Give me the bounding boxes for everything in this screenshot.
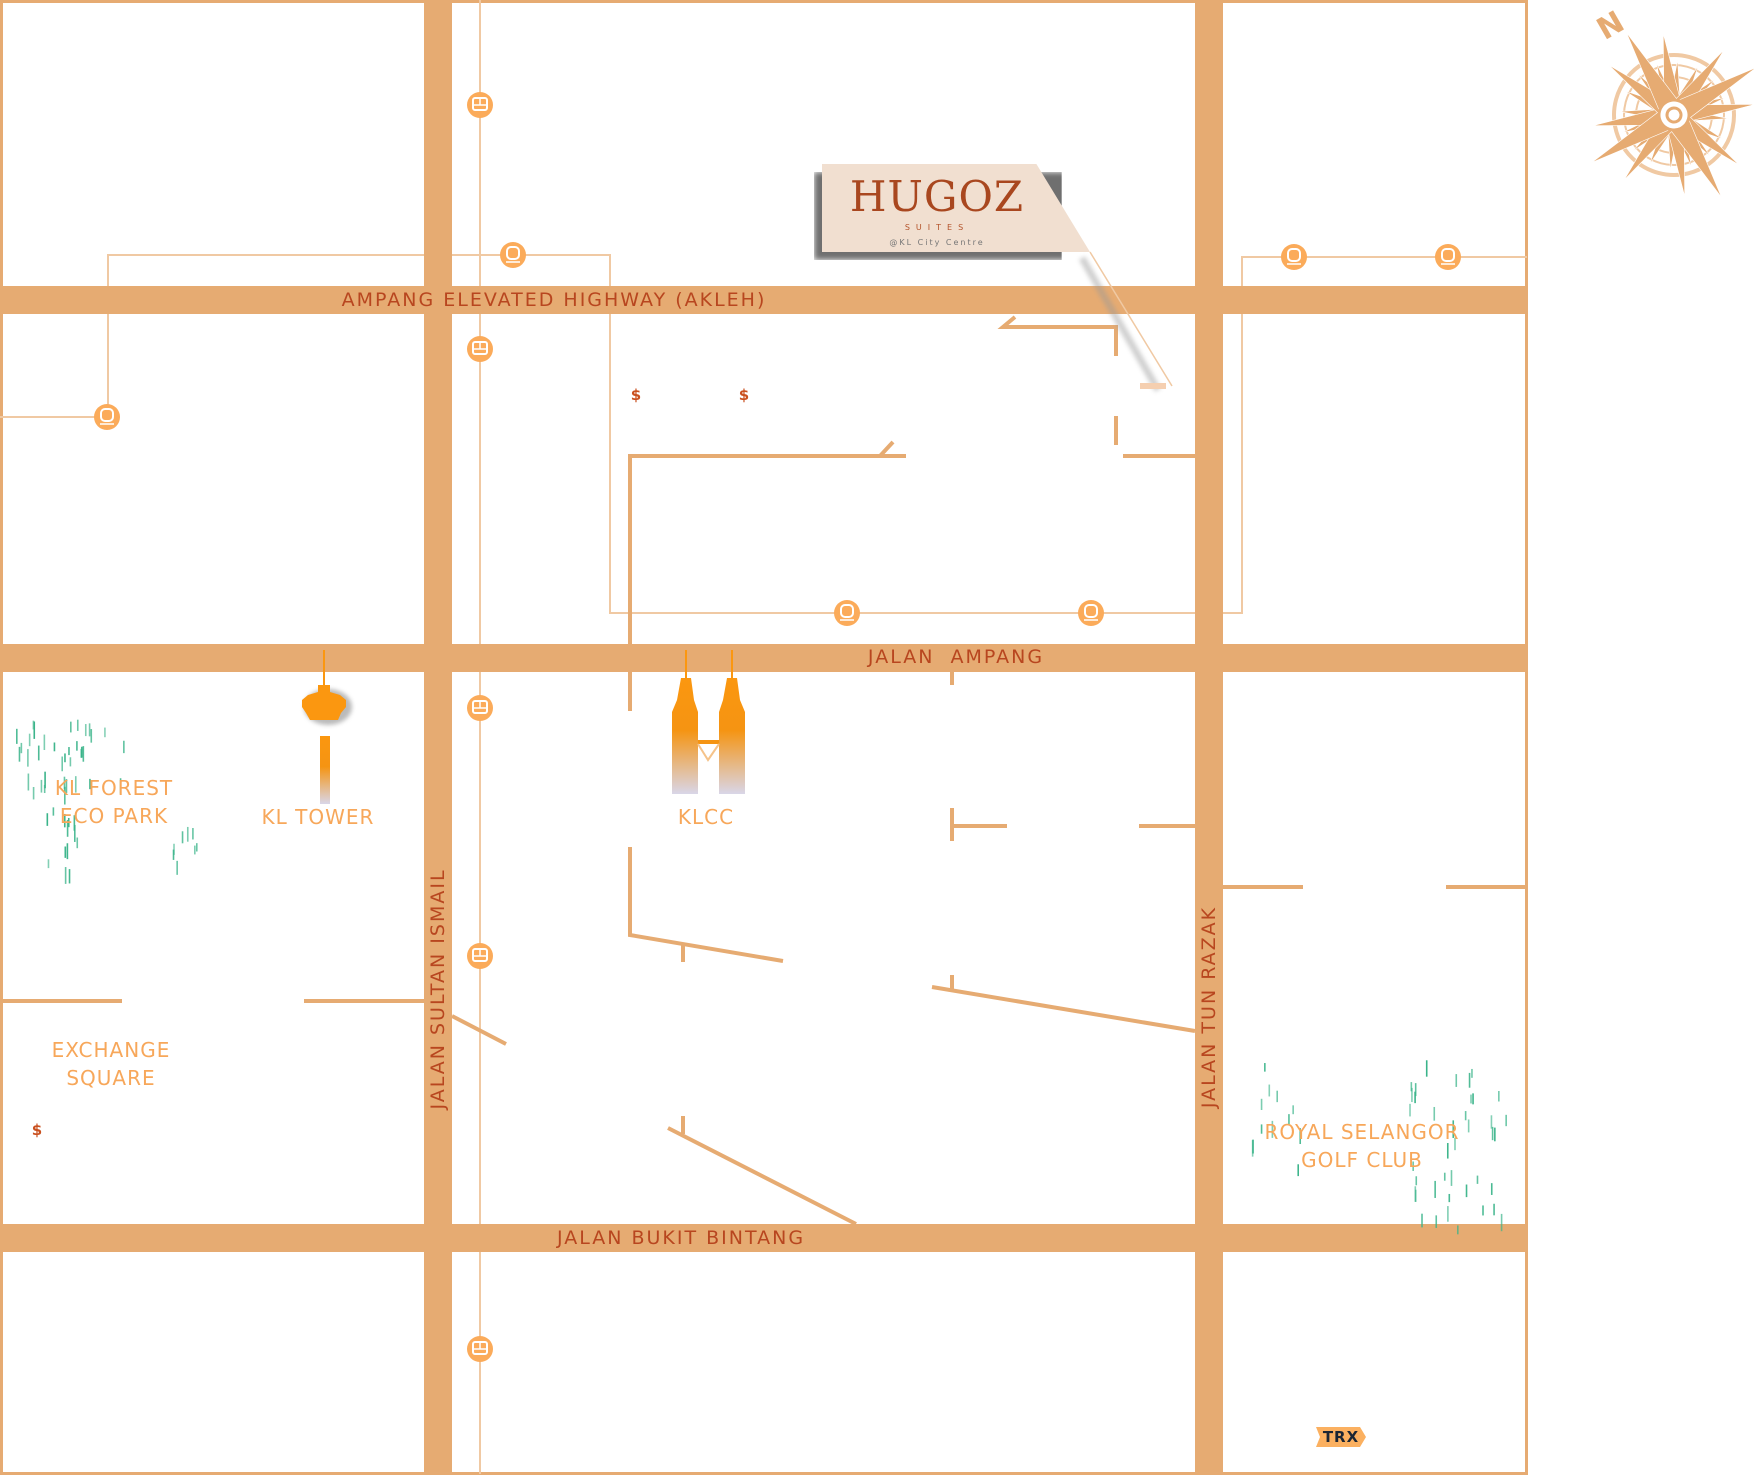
tree-clusters [16,719,1507,1235]
bus-icon[interactable] [467,1336,493,1362]
tree-cluster-icon [46,786,79,884]
stations [94,92,1461,1362]
road-label-sultan-ismail: JALAN SULTAN ISMAIL [427,868,449,1110]
hugoz-callout[interactable]: HUGOZ SUITES @KL City Centre [814,164,1090,260]
hugoz-location: @KL City Centre [889,238,985,247]
hugoz-logo: HUGOZ [849,172,1025,221]
tree-cluster-icon [172,826,198,875]
trx-tag[interactable]: TRX [1316,1427,1366,1447]
map-frame [0,0,1528,1475]
train-icon[interactable] [834,600,860,626]
road-label-jalan-ampang: JALAN AMPANG [867,646,1045,668]
road-label-tun-razak: JALAN TUN RAZAK [1198,905,1220,1109]
place-label-kl-tower[interactable]: KL TOWER [261,805,375,829]
place-label-line: EXCHANGE [51,1038,171,1062]
place-label-kl-forest-eco-park[interactable]: KL FOREST ECO PARK [55,774,173,830]
place-label-line: ECO PARK [59,804,169,828]
tree-cluster-icon [1412,1161,1503,1235]
rail-lines [0,0,1527,1474]
place-label-line: SQUARE [66,1066,156,1090]
train-icon[interactable] [1435,244,1461,270]
road-label-akleh: AMPANG ELEVATED HIGHWAY (AKLEH) [341,289,767,311]
bus-icon[interactable] [467,695,493,721]
train-icon[interactable] [500,242,526,268]
hugoz-suites: SUITES [904,223,970,232]
dollar-marker-icon[interactable]: $ [738,386,750,404]
callout-pointer [1078,251,1173,392]
dollar-marker-icon[interactable]: $ [630,386,642,404]
road-label-bukit-bintang: JALAN BUKIT BINTANG [556,1227,806,1249]
tree-cluster-icon [16,719,125,800]
bus-icon[interactable] [467,943,493,969]
kl-tower-icon [302,650,352,804]
place-label-line: GOLF CLUB [1301,1148,1423,1172]
main-roads [0,0,1527,1474]
place-label-exchange-square[interactable]: EXCHANGE SQUARE [52,1036,171,1092]
place-label-line: KL FOREST [54,776,174,800]
place-label-royal-selangor-golf-club[interactable]: ROYAL SELANGOR GOLF CLUB [1264,1118,1459,1174]
train-icon[interactable] [1078,600,1104,626]
train-icon[interactable] [94,404,120,430]
minor-roads [0,315,1527,1226]
bus-icon[interactable] [467,336,493,362]
place-label-klcc[interactable]: KLCC [677,805,735,829]
tree-cluster-icon [1251,1063,1302,1177]
tree-cluster-icon [1409,1060,1507,1159]
bus-icon[interactable] [467,92,493,118]
klcc-towers-icon [672,650,745,794]
place-label-line: ROYAL SELANGOR [1264,1120,1460,1144]
dollar-marker-icon[interactable]: $ [31,1121,43,1139]
compass-rose-icon [1591,32,1754,198]
train-icon[interactable] [1281,244,1307,270]
